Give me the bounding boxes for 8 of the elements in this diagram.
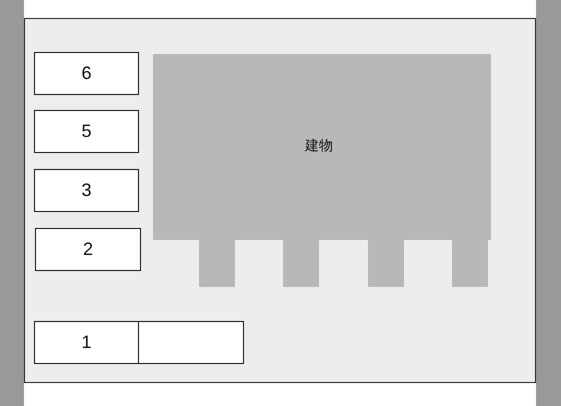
building-label: 建物 <box>305 137 333 155</box>
number-box: 5 <box>34 110 139 153</box>
side-bar <box>0 0 24 406</box>
side-bar <box>536 0 561 406</box>
number-box: 6 <box>34 52 139 95</box>
number-box: 1 <box>34 321 139 364</box>
number-box: 2 <box>35 228 141 271</box>
number-box: 3 <box>34 169 139 212</box>
